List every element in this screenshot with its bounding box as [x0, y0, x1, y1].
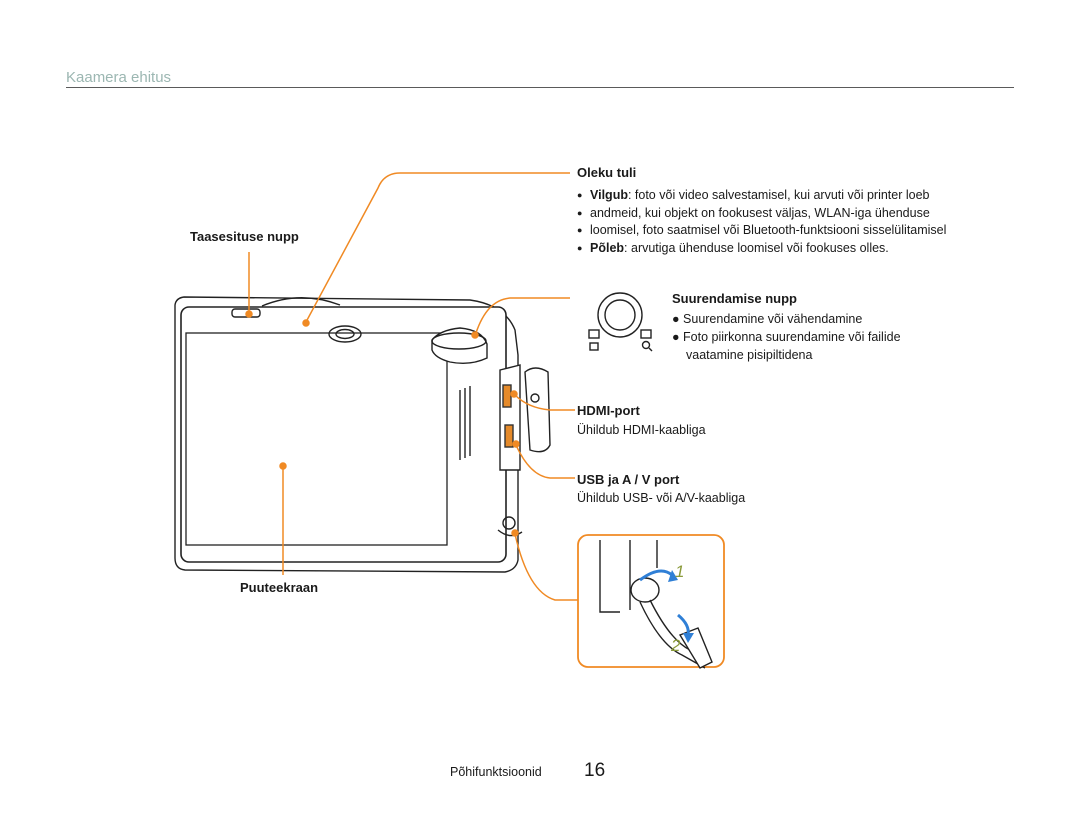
zoom-lever-icon: [588, 292, 653, 352]
status-lamp-title: Oleku tuli: [577, 165, 637, 180]
status-lamp-item-cont: loomisel, foto saatmisel või Bluetooth-f…: [577, 222, 946, 240]
touchscreen-title: Puuteekraan: [240, 580, 319, 595]
page-number: 16: [584, 760, 606, 781]
zoom-item: ● Suurendamine või vähendamine: [672, 312, 863, 326]
callout-lines: [245, 172, 578, 601]
camera-illustration: [174, 296, 551, 573]
zoom-item: ● Foto piirkonna suurendamine või failid…: [672, 330, 901, 344]
status-lamp-item: Põleb: arvutiga ühenduse loomisel või fo…: [577, 240, 946, 258]
usb-av-port-desc: Ühildub USB- või A/V-kaabliga: [577, 491, 746, 505]
status-lamp-item: Vilgub: foto või video salvestamisel, ku…: [577, 187, 946, 205]
hdmi-port-desc: Ühildub HDMI-kaabliga: [577, 423, 706, 437]
playback-button-title: Taasesituse nupp: [190, 229, 299, 244]
status-lamp-item-cont: andmeid, kui objekt on fookusest väljas,…: [577, 205, 946, 223]
section-title: Kaamera ehitus: [66, 69, 172, 86]
status-lamp-list: Vilgub: foto või video salvestamisel, ku…: [577, 187, 946, 257]
hdmi-port-title: HDMI-port: [577, 403, 640, 418]
zoom-item-cont: vaatamine pisipiltidena: [686, 348, 813, 362]
zoom-button-title: Suurendamise nupp: [672, 291, 797, 306]
strap-step-1: 1: [675, 562, 685, 581]
title-rule: [66, 87, 1014, 88]
footer-section: Põhifunktsioonid: [450, 765, 542, 779]
strap-inset: [577, 534, 725, 669]
usb-av-port-title: USB ja A / V port: [577, 472, 680, 487]
strap-step-2: 2: [671, 636, 681, 655]
